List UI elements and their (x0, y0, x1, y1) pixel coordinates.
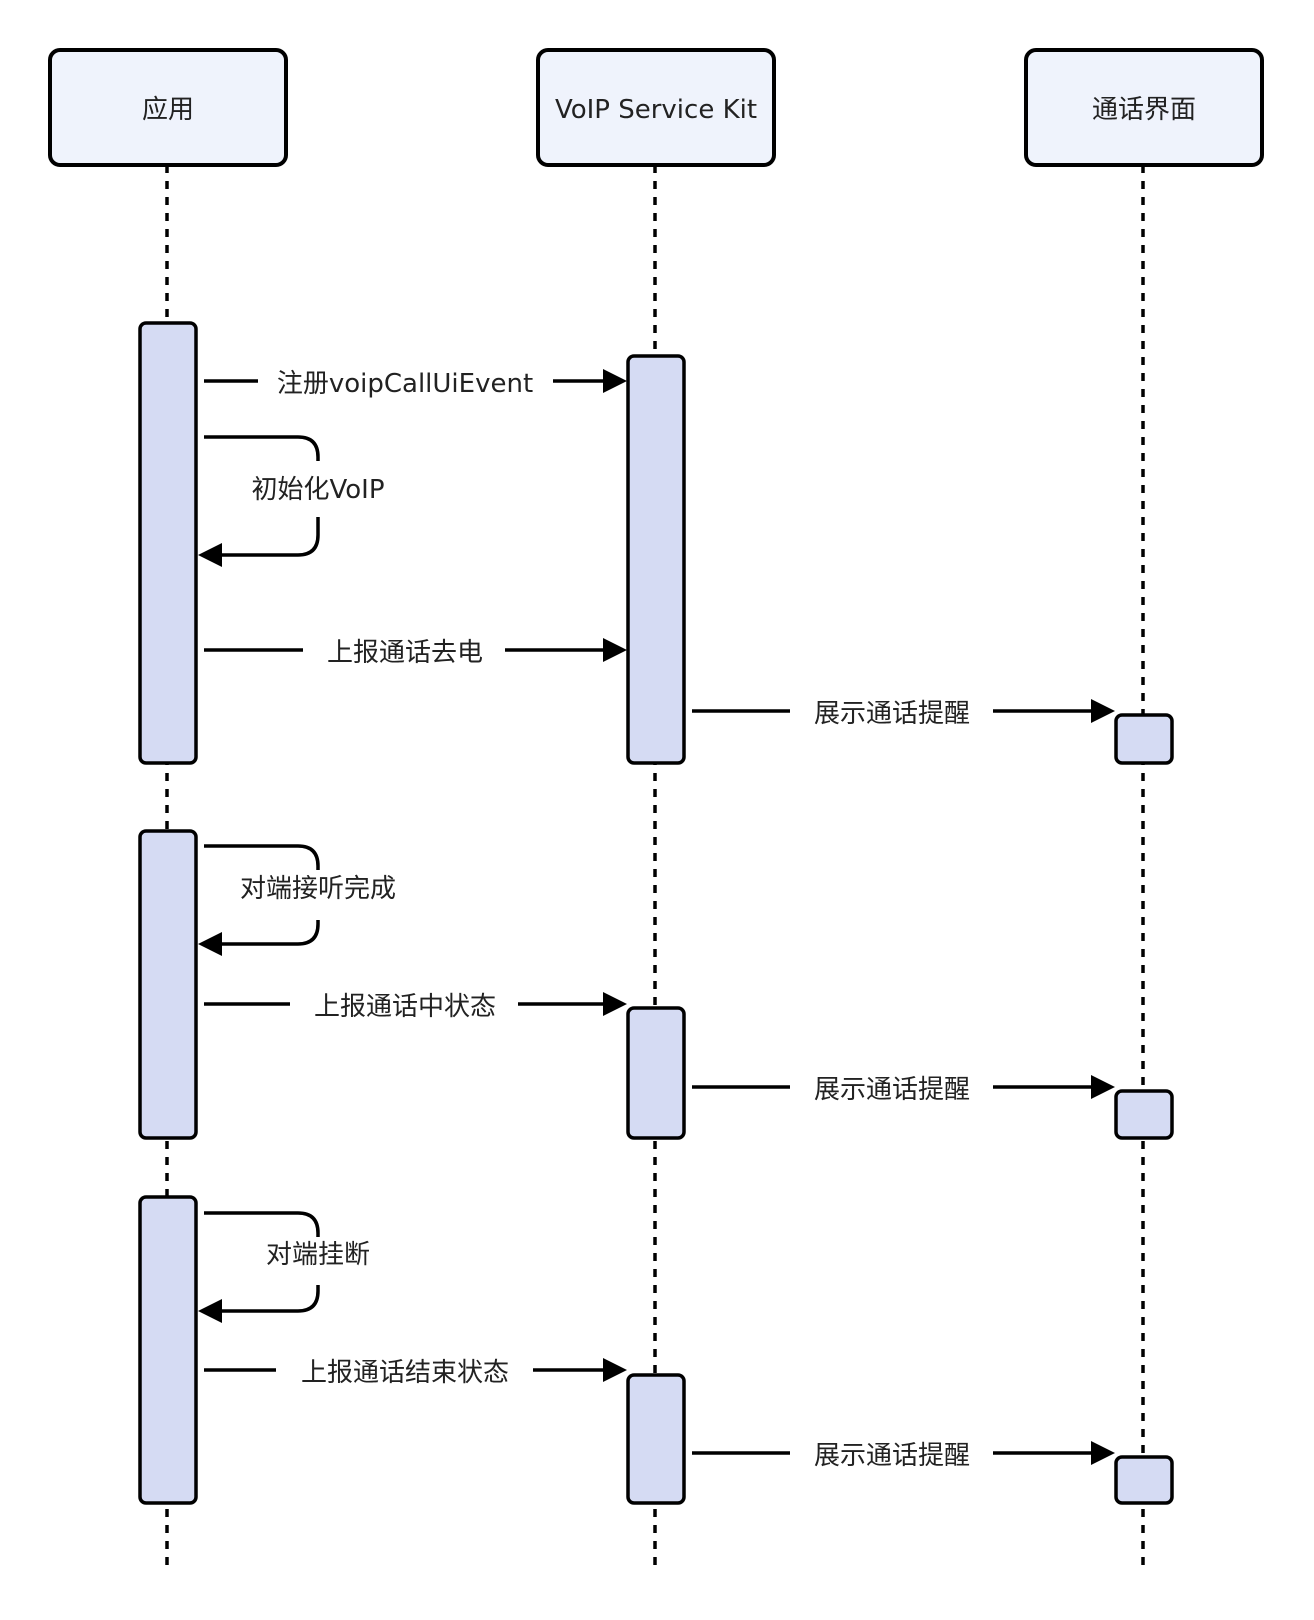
activation-ui-1 (1114, 713, 1174, 765)
message-label: 注册voipCallUiEvent (277, 369, 533, 399)
message-label: 展示通话提醒 (814, 1441, 970, 1471)
message-label: 展示通话提醒 (814, 1075, 970, 1105)
activation-ui-3 (1114, 1455, 1174, 1505)
message-label: 对端接听完成 (240, 874, 396, 904)
message-report-ended: 上报通话结束状态 (204, 1358, 627, 1388)
activation-voip-2 (626, 1006, 686, 1140)
message-label: 上报通话结束状态 (301, 1358, 509, 1388)
actor-ui: 通话界面 (1024, 48, 1264, 167)
message-label: 初始化VoIP (251, 475, 384, 505)
message-report-outgoing: 上报通话去电 (204, 638, 627, 668)
activation-voip-3 (626, 1373, 686, 1505)
message-label: 上报通话中状态 (314, 992, 496, 1022)
actor-label: 通话界面 (1092, 95, 1196, 125)
message-register: 注册voipCallUiEvent (204, 369, 627, 399)
message-report-in-call: 上报通话中状态 (204, 992, 627, 1022)
message-label: 展示通话提醒 (814, 699, 970, 729)
actor-voip: VoIP Service Kit (536, 48, 776, 167)
message-show-reminder-2: 展示通话提醒 (692, 1075, 1115, 1105)
message-init-voip: 初始化VoIP (198, 435, 385, 567)
message-peer-answered: 对端接听完成 (198, 844, 396, 956)
message-show-reminder-1: 展示通话提醒 (692, 699, 1115, 729)
activation-app-3 (138, 1195, 198, 1505)
activation-app-1 (138, 321, 198, 765)
activation-voip-1 (626, 354, 686, 765)
message-peer-hangup: 对端挂断 (198, 1211, 370, 1323)
actor-app: 应用 (48, 48, 288, 167)
activation-ui-2 (1114, 1089, 1174, 1140)
actor-label: 应用 (142, 95, 194, 125)
message-show-reminder-3: 展示通话提醒 (692, 1441, 1115, 1471)
message-label: 对端挂断 (266, 1240, 370, 1270)
activation-app-2 (138, 829, 198, 1140)
actor-label: VoIP Service Kit (555, 95, 757, 125)
message-label: 上报通话去电 (327, 638, 483, 668)
